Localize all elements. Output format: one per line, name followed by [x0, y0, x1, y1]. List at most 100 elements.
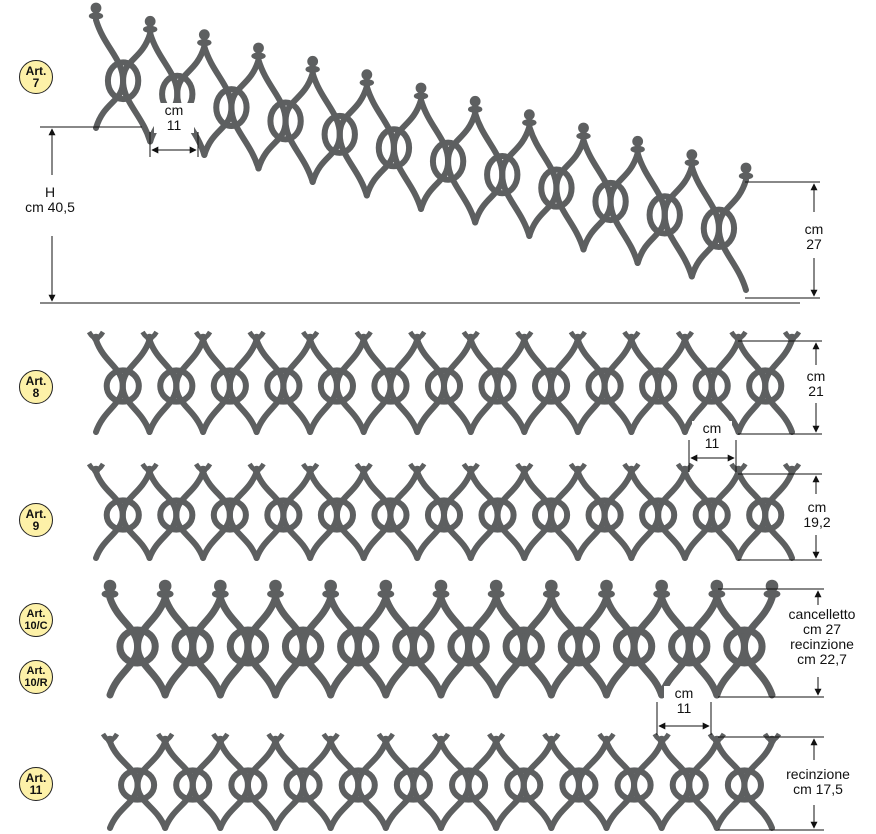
art11-fence-finial: [597, 732, 616, 745]
art9-fence-module: [93, 469, 153, 561]
art10-fence-finial: [211, 579, 229, 599]
art8-fence-module: [628, 337, 688, 435]
art7-fence-finial: [88, 2, 104, 20]
art7-fence-module: [634, 150, 695, 280]
art8-fence-finial: [86, 330, 106, 343]
art7-fence-finial: [630, 135, 645, 154]
art8-fence-finial: [729, 330, 748, 343]
art11-fence-finial: [652, 732, 671, 745]
art11-fence-finial: [431, 732, 451, 745]
art9-fence-module: [628, 469, 688, 561]
art11-fence-module: [493, 739, 555, 831]
art11-fence-module: [382, 739, 444, 831]
art8-fence-module: [681, 337, 742, 435]
art7-fence-finial: [684, 149, 700, 167]
art7-fence-module: [363, 83, 424, 212]
art9-fence-module: [521, 469, 581, 561]
art11-fence-finial: [266, 732, 285, 745]
art10-fence-finial: [487, 579, 505, 599]
art11-fence-finial: [487, 732, 506, 745]
art10-fence-finial: [267, 579, 284, 599]
art8-fence-finial: [354, 330, 373, 343]
art8-fence-finial: [622, 330, 641, 343]
art11-fence-finial: [211, 732, 230, 745]
art10-fence-module: [106, 594, 169, 699]
art8-fence-finial: [301, 330, 320, 343]
art9-fence-module: [146, 469, 207, 561]
art9-fence-finial: [729, 462, 748, 475]
art9-fence-finial: [622, 462, 641, 475]
art10-fence-finial: [598, 579, 615, 599]
art7-fence-module: [309, 70, 370, 199]
art7-fence-finial: [305, 55, 320, 74]
art7-fence-module: [526, 123, 587, 253]
art11-fence-module: [658, 739, 720, 831]
art9-fence-module: [200, 469, 260, 561]
art8-fence-finial: [247, 330, 266, 343]
art11-fence-finial: [542, 732, 561, 745]
art9-fence-finial: [782, 462, 802, 475]
art11-fence-finial: [321, 732, 340, 745]
art10-fence-module: [713, 594, 776, 699]
art9-fence-module: [307, 469, 367, 561]
art10-fence-finial: [156, 579, 174, 599]
art7-fence-finial: [251, 42, 266, 60]
art11-fence-finial: [376, 732, 395, 745]
art8-fence-finial: [140, 330, 159, 343]
art7-fence-module: [418, 97, 479, 226]
art9-fence-finial: [568, 462, 587, 475]
art7-fence-module: [201, 43, 262, 172]
art11-fence-module: [272, 739, 334, 831]
art10-fence-finial: [101, 579, 119, 599]
art7-fence-module: [688, 163, 749, 293]
art8-fence-module: [93, 337, 153, 435]
art8-fence-module: [521, 337, 581, 435]
art9-fence-finial: [247, 462, 266, 475]
art11-fence-module: [107, 739, 169, 831]
art9-fence-finial: [675, 462, 694, 475]
art9-fence-module: [681, 469, 742, 561]
art10-fence-module: [492, 594, 555, 699]
art8-fence-module: [146, 337, 207, 435]
art11-fence-module: [327, 739, 389, 831]
art7-fence-finial: [467, 95, 483, 114]
art8-fence-module: [414, 337, 474, 435]
art11-fence-module: [438, 739, 500, 831]
art11-fence-finial: [100, 732, 120, 745]
art7-fence-finial: [359, 69, 375, 87]
art9-fence-module: [574, 469, 635, 561]
art9-fence-finial: [354, 462, 373, 475]
art10-fence-module: [216, 594, 279, 699]
art8-fence-finial: [408, 330, 427, 343]
art8-fence-module: [307, 337, 367, 435]
art10-fence-module: [161, 594, 224, 699]
art11-fence-module: [217, 739, 279, 831]
art7-fence-module: [93, 17, 154, 145]
art9-fence-module: [414, 469, 474, 561]
art10-fence-finial: [653, 579, 671, 599]
art7-fence-finial: [142, 15, 158, 34]
art11-fence-finial: [707, 732, 726, 745]
art11-fence-finial: [156, 732, 175, 745]
art10-fence-finial: [432, 579, 450, 599]
art8-fence-finial: [461, 330, 480, 343]
art9-fence-finial: [86, 462, 106, 475]
art10-height-label: cancelletto cm 27 recinzione cm 22,7: [788, 606, 856, 667]
art7-fence-module: [255, 57, 316, 185]
art7-fence-finial: [738, 162, 754, 180]
art9-fence-module: [360, 469, 421, 561]
art10-fence-module: [382, 594, 445, 699]
art9-fence-finial: [140, 462, 159, 475]
art8-badge: Art. 8: [19, 370, 53, 404]
art8-fence-module: [467, 337, 528, 435]
art10-fence-module: [547, 594, 610, 699]
art10-fence-finial: [542, 579, 560, 599]
art8-fence-module: [574, 337, 635, 435]
art10-fence-module: [272, 594, 335, 699]
art9-fence-module: [735, 469, 795, 561]
